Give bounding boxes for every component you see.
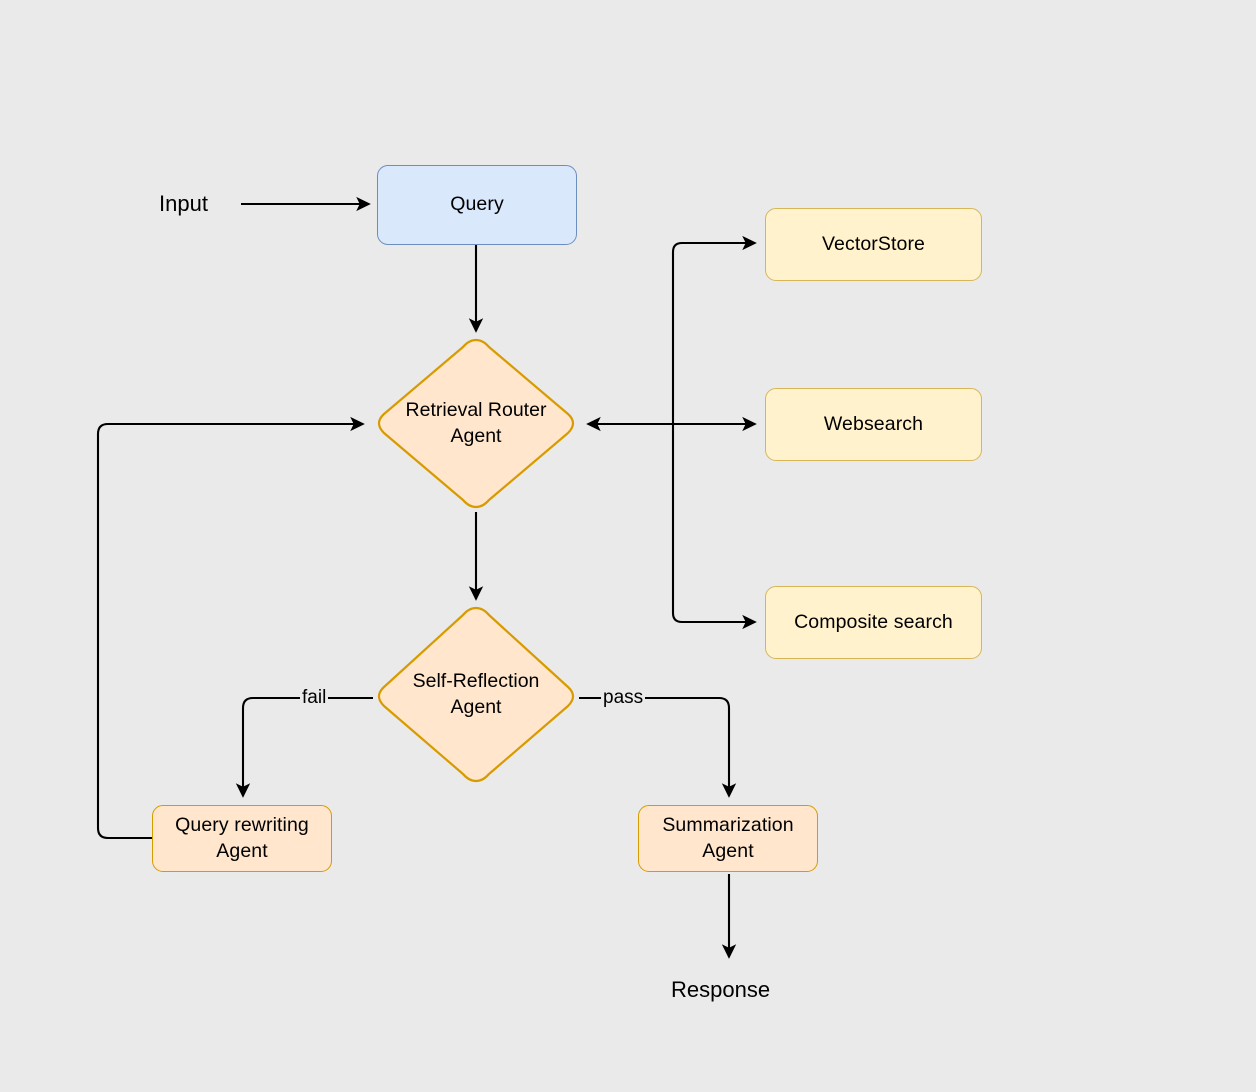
node-summarization-agent[interactable]: Summarization Agent [638,805,818,872]
node-retrieval-router-agent-label: Retrieval Router Agent [405,399,547,447]
node-query[interactable]: Query [377,165,577,245]
node-composite-search[interactable]: Composite search [765,586,982,659]
edge-self-reflection-fail-to-query-rewriting [235,696,373,798]
edge-label-pass: pass [601,687,646,709]
edge-router-to-vectorstore [671,235,757,253]
node-vectorstore[interactable]: VectorStore [765,208,982,281]
edge-label-fail: fail [300,687,329,709]
node-input-label: Input [159,191,208,216]
edge-router-to-composite-search [671,612,757,630]
shape-retrieval-router-diamond [377,338,575,509]
node-response-label: Response [671,977,771,1002]
edge-query-rewriting-to-router-feedback [96,416,365,840]
shape-self-reflection-diamond [377,606,575,783]
node-self-reflection-agent-label: Self-Reflection Agent [412,670,540,718]
node-retrieval-router-agent[interactable]: Retrieval Router Agent [374,340,578,508]
node-websearch[interactable]: Websearch [765,388,982,461]
edge-self-reflection-pass-to-summarization [579,696,737,798]
node-query-rewriting-agent[interactable]: Query rewriting Agent [152,805,332,872]
node-self-reflection-agent[interactable]: Self-Reflection Agent [374,608,578,782]
